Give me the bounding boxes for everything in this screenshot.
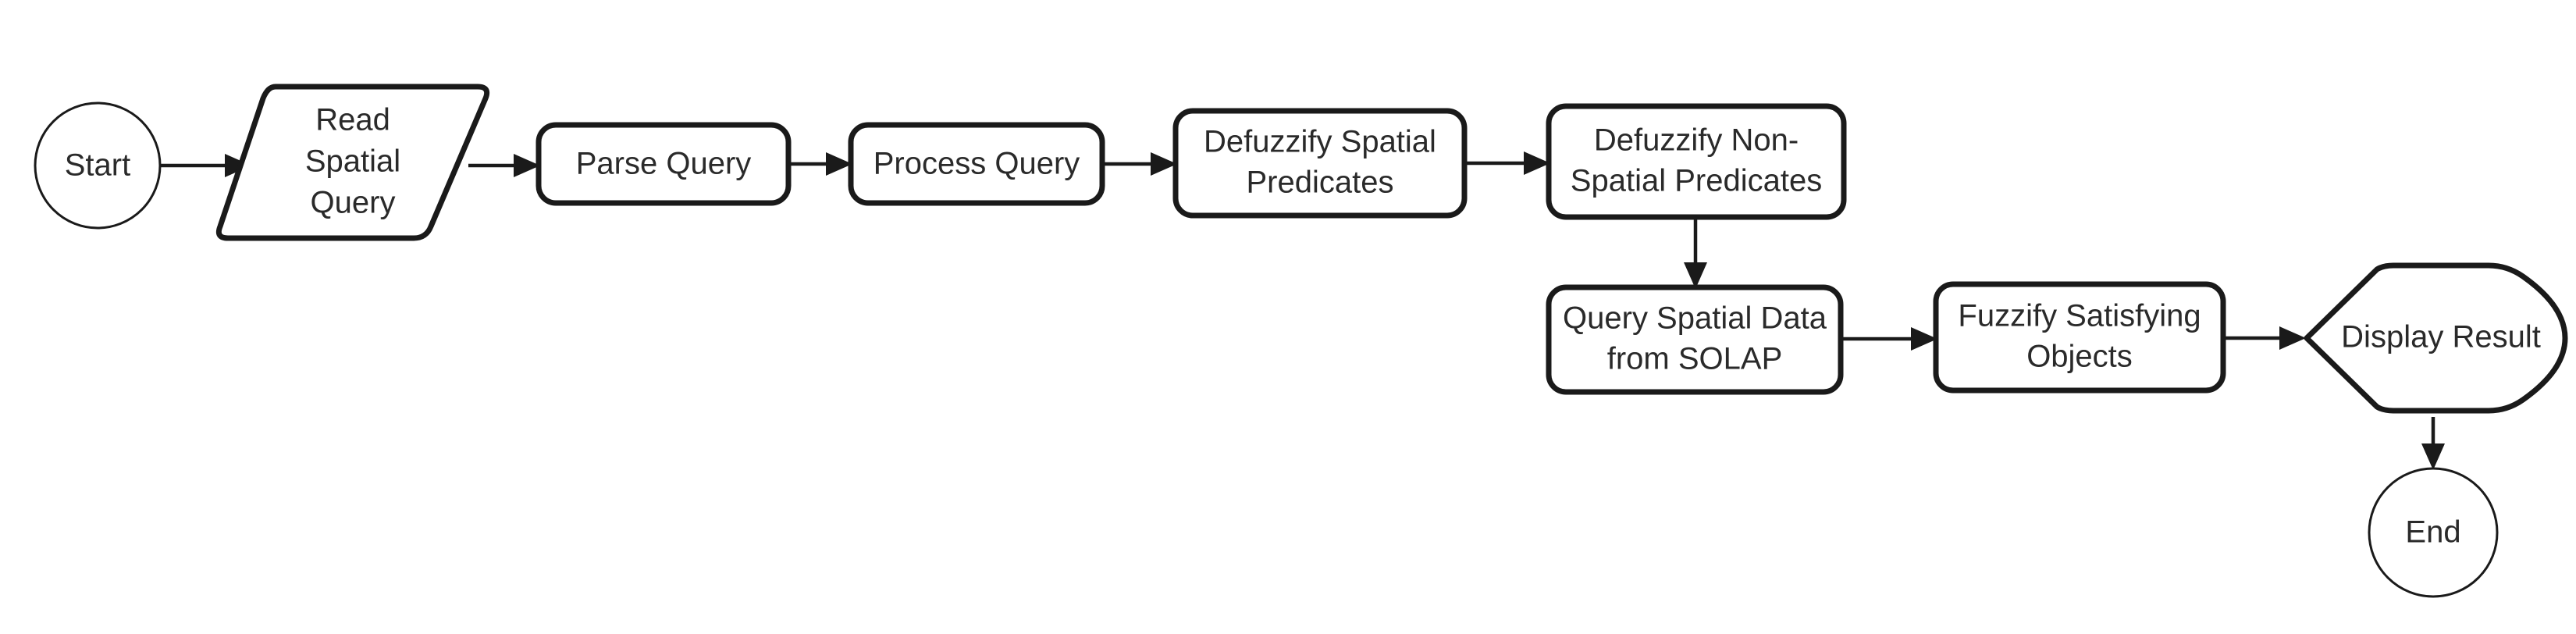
arrowhead-icon <box>1911 327 1937 351</box>
arrowhead-icon <box>2279 326 2306 350</box>
node-label-line-1: Read <box>315 103 390 137</box>
node-label-line-1: Fuzzify Satisfying <box>1958 299 2201 333</box>
edge-process-query-to-defuzzify-spatial-predicates <box>1104 152 1177 176</box>
node-defuzzify-spatial-predicates[interactable]: Defuzzify Spatial Predicates <box>1172 108 1468 219</box>
edges-layer <box>160 151 2445 470</box>
arrowhead-icon <box>1684 262 1707 289</box>
node-label: Start <box>65 148 130 183</box>
start-circle-shape[interactable] <box>34 102 162 230</box>
parallelogram-shape[interactable] <box>215 84 490 241</box>
node-label: Display Result <box>2341 320 2541 354</box>
node-label-line-1: Query Spatial Data <box>1563 301 1827 336</box>
node-label-line-2: from SOLAP <box>1607 342 1783 376</box>
rounded-rect-shape[interactable] <box>1172 108 1468 219</box>
edge-parse-query-to-process-query <box>788 152 852 176</box>
node-label-line-1: Defuzzify Spatial <box>1204 125 1436 159</box>
rounded-rect-shape[interactable] <box>1546 103 1847 220</box>
arrowhead-icon <box>514 154 540 177</box>
arrowhead-icon <box>1524 151 1550 175</box>
arrowhead-icon <box>2421 443 2445 470</box>
node-start[interactable]: Start <box>34 102 162 230</box>
node-query-spatial-data-from-solap[interactable]: Query Spatial Data from SOLAP <box>1546 284 1844 395</box>
arrowhead-icon <box>1151 152 1177 176</box>
edge-defuzzify-non-spatial-to-query-spatial-data <box>1684 217 1707 289</box>
rounded-rect-shape[interactable] <box>1546 284 1844 395</box>
edge-read-spatial-query-to-parse-query <box>468 154 540 177</box>
node-label-line-2: Objects <box>2026 340 2133 374</box>
edge-display-result-to-end <box>2421 417 2445 470</box>
node-label: Parse Query <box>576 147 752 181</box>
node-label: Process Query <box>873 147 1080 181</box>
node-label-line-3: Query <box>311 186 396 220</box>
node-label: End <box>2405 515 2460 550</box>
node-label-line-2: Predicates <box>1247 166 1394 200</box>
node-label-line-2: Spatial Predicates <box>1571 164 1822 198</box>
node-defuzzify-non-spatial-predicates[interactable]: Defuzzify Non- Spatial Predicates <box>1546 103 1847 220</box>
edge-defuzzify-spatial-to-non-spatial-predicates <box>1464 151 1550 175</box>
display-shape[interactable] <box>2304 262 2568 414</box>
node-label-line-1: Defuzzify Non- <box>1594 123 1799 158</box>
rounded-rect-shape[interactable] <box>848 122 1105 206</box>
node-label-line-2: Spatial <box>305 144 400 179</box>
node-process-query[interactable]: Process Query <box>848 122 1105 206</box>
node-fuzzify-satisfying-objects[interactable]: Fuzzify Satisfying Objects <box>1933 281 2226 394</box>
edge-query-spatial-data-to-fuzzify-satisfying-objects <box>1841 327 1937 351</box>
rounded-rect-shape[interactable] <box>1933 281 2226 394</box>
node-display-result[interactable]: Display Result <box>2304 262 2568 414</box>
node-parse-query[interactable]: Parse Query <box>535 122 792 206</box>
arrowhead-icon <box>826 152 852 176</box>
node-read-spatial-query[interactable]: Read Spatial Query <box>215 84 490 241</box>
edge-fuzzify-satisfying-objects-to-display-result <box>2223 326 2306 350</box>
end-circle-shape[interactable] <box>2368 467 2499 598</box>
nodes-layer: Start Read Spatial Query Parse Query Pro… <box>34 84 2568 598</box>
node-end[interactable]: End <box>2368 467 2499 598</box>
rounded-rect-shape[interactable] <box>535 122 792 206</box>
